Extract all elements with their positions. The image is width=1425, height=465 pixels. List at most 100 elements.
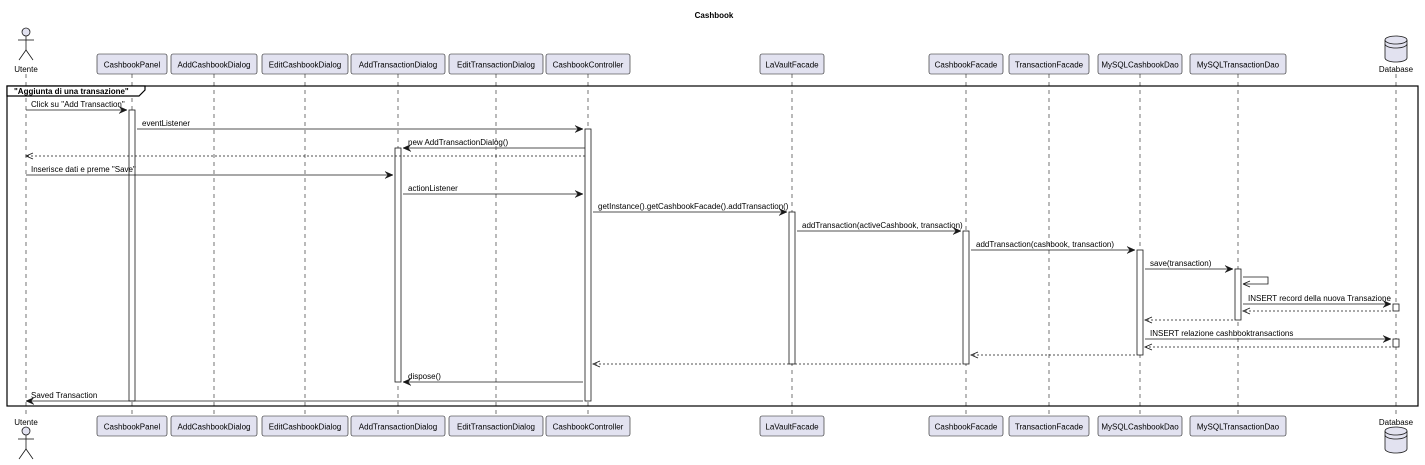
message-cashbook-facade-to-mysql-cashbook-dao: addTransaction(cashbook, transaction) <box>971 240 1136 254</box>
participant-label: CashbookController <box>553 423 624 432</box>
message-cashbook-controller-to-add-transaction-dialog: dispose() <box>402 372 583 386</box>
participant-mysql-transaction-dao-bottom: MySQLTransactionDao <box>1189 415 1287 437</box>
participant-label: AddTransactionDialog <box>359 423 437 432</box>
activation-bar-cashbook-panel <box>128 109 136 402</box>
message-cashbook-controller-to-lavault-facade: getInstance().getCashbookFacade().addTra… <box>593 202 789 216</box>
message-mysql-transaction-dao-to-mysql-transaction-dao <box>1242 276 1269 288</box>
message-mysql-transaction-dao-to-mysql-cashbook-dao <box>1143 316 1233 324</box>
participant-label: CashbookFacade <box>935 61 998 70</box>
activation-bar-mysql-cashbook-dao <box>1136 249 1144 356</box>
participant-add-transaction-dialog-top: AddTransactionDialog <box>350 53 446 75</box>
activation-bar-cashbook-facade <box>962 230 970 365</box>
participant-mysql-cashbook-dao-top: MySQLCashbookDao <box>1097 53 1183 75</box>
participant-label: EditCashbookDialog <box>269 61 342 70</box>
message-label: getInstance().getCashbookFacade().addTra… <box>598 202 789 211</box>
participant-add-transaction-dialog-bottom: AddTransactionDialog <box>350 415 446 437</box>
participant-label: MySQLTransactionDao <box>1197 423 1280 432</box>
participant-label: AddCashbookDialog <box>178 423 251 432</box>
message-label: new AddTransactionDialog() <box>408 138 509 147</box>
message-mysql-cashbook-dao-to-mysql-transaction-dao: save(transaction) <box>1145 259 1234 273</box>
message-label: save(transaction) <box>1150 259 1212 268</box>
participant-edit-cashbook-dialog-bottom: EditCashbookDialog <box>261 415 349 437</box>
message-label: eventListener <box>142 119 190 128</box>
participant-database-top: Database <box>1379 35 1414 74</box>
database-icon <box>1384 35 1408 63</box>
message-database-to-mysql-cashbook-dao <box>1143 343 1391 351</box>
interaction-frame: "Aggiunta di una transazione" <box>6 85 1419 407</box>
participant-label: LaVaultFacade <box>765 61 819 70</box>
message-label: addTransaction(activeCashbook, transacti… <box>802 221 963 230</box>
database-icon <box>1384 426 1408 454</box>
participant-label: CashbookController <box>553 61 624 70</box>
actor-icon <box>18 27 34 61</box>
message-mysql-transaction-dao-to-database: INSERT record della nuova Transazione <box>1243 294 1392 308</box>
participant-label: MySQLTransactionDao <box>1197 61 1280 70</box>
message-mysql-cashbook-dao-to-database: INSERT relazione cashbooktransactions <box>1145 329 1392 343</box>
participant-edit-transaction-dialog-top: EditTransactionDialog <box>448 53 544 75</box>
participant-label: EditTransactionDialog <box>457 423 535 432</box>
participant-edit-cashbook-dialog-top: EditCashbookDialog <box>261 53 349 75</box>
participant-label: MySQLCashbookDao <box>1101 423 1179 432</box>
participant-label: MySQLCashbookDao <box>1101 61 1179 70</box>
participant-label: CashbookFacade <box>935 423 998 432</box>
participant-mysql-transaction-dao-top: MySQLTransactionDao <box>1189 53 1287 75</box>
activation-bar-mysql-transaction-dao <box>1234 268 1242 321</box>
activation-bar-lavault-facade <box>788 211 796 365</box>
messages: Click su "Add Transaction" eventListener n… <box>24 100 1392 405</box>
participant-cashbook-facade-top: CashbookFacade <box>928 53 1004 75</box>
frame-border <box>6 85 1419 407</box>
participant-lavault-facade-bottom: LaVaultFacade <box>759 415 825 437</box>
message-cashbook-panel-to-cashbook-controller: eventListener <box>137 119 584 133</box>
participant-cashbook-facade-bottom: CashbookFacade <box>928 415 1004 437</box>
message-cashbook-controller-to-add-transaction-dialog: new AddTransactionDialog() <box>402 138 585 152</box>
activation-bar-database <box>1392 338 1400 348</box>
participant-mysql-cashbook-dao-bottom: MySQLCashbookDao <box>1097 415 1183 437</box>
frame-label: "Aggiunta di una transazione" <box>14 87 129 96</box>
participant-cashbook-controller-bottom: CashbookController <box>545 415 631 437</box>
message-add-transaction-dialog-to-utente <box>24 152 585 160</box>
message-add-transaction-dialog-to-cashbook-controller: actionListener <box>403 184 584 198</box>
message-label: Saved Transaction <box>31 391 97 400</box>
message-cashbook-facade-to-cashbook-controller <box>591 360 961 368</box>
diagram-title: Cashbook <box>695 11 734 20</box>
participant-label: LaVaultFacade <box>765 423 819 432</box>
participant-cashbook-panel-top: CashbookPanel <box>96 53 168 75</box>
participant-label: Database <box>1379 418 1414 427</box>
participant-label: Utente <box>14 418 38 427</box>
participant-lavault-facade-top: LaVaultFacade <box>759 53 825 75</box>
message-label: INSERT relazione cashbooktransactions <box>1150 329 1293 338</box>
participant-add-cashbook-dialog-top: AddCashbookDialog <box>170 53 258 75</box>
message-label: dispose() <box>408 372 441 381</box>
message-label: Click su "Add Transaction" <box>31 100 125 109</box>
message-label: actionListener <box>408 184 458 193</box>
activation-bar-database <box>1392 303 1400 312</box>
participant-label: Utente <box>14 65 38 74</box>
activation-bar-cashbook-controller <box>584 128 592 402</box>
frame-label-tab <box>6 85 146 97</box>
message-cashbook-controller-to-utente: Saved Transaction <box>25 391 583 405</box>
participant-transaction-facade-bottom: TransactionFacade <box>1008 415 1090 437</box>
message-utente-to-cashbook-panel: Click su "Add Transaction" <box>26 100 128 114</box>
participant-label: TransactionFacade <box>1015 61 1084 70</box>
message-mysql-cashbook-dao-to-cashbook-facade <box>969 351 1135 359</box>
participant-label: TransactionFacade <box>1015 423 1084 432</box>
message-lavault-facade-to-cashbook-facade: addTransaction(activeCashbook, transacti… <box>797 221 963 235</box>
activation-bars <box>128 109 1400 402</box>
participant-utente-top: Utente <box>14 27 38 74</box>
participant-label: CashbookPanel <box>104 423 161 432</box>
participant-heads-top: Utente CashbookPanel AddCashbookDialog Edit… <box>14 27 1414 75</box>
message-database-to-mysql-transaction-dao <box>1241 307 1391 315</box>
message-label: INSERT record della nuova Transazione <box>1248 294 1391 303</box>
participant-label: AddTransactionDialog <box>359 61 437 70</box>
participant-transaction-facade-top: TransactionFacade <box>1008 53 1090 75</box>
participant-label: EditTransactionDialog <box>457 61 535 70</box>
participant-database-bottom: Database <box>1379 418 1414 454</box>
activation-bar-add-transaction-dialog <box>394 147 402 383</box>
participant-label: Database <box>1379 65 1414 74</box>
message-label: Inserisce dati e preme "Save" <box>31 165 136 174</box>
participant-label: CashbookPanel <box>104 61 161 70</box>
participant-edit-transaction-dialog-bottom: EditTransactionDialog <box>448 415 544 437</box>
participant-cashbook-panel-bottom: CashbookPanel <box>96 415 168 437</box>
